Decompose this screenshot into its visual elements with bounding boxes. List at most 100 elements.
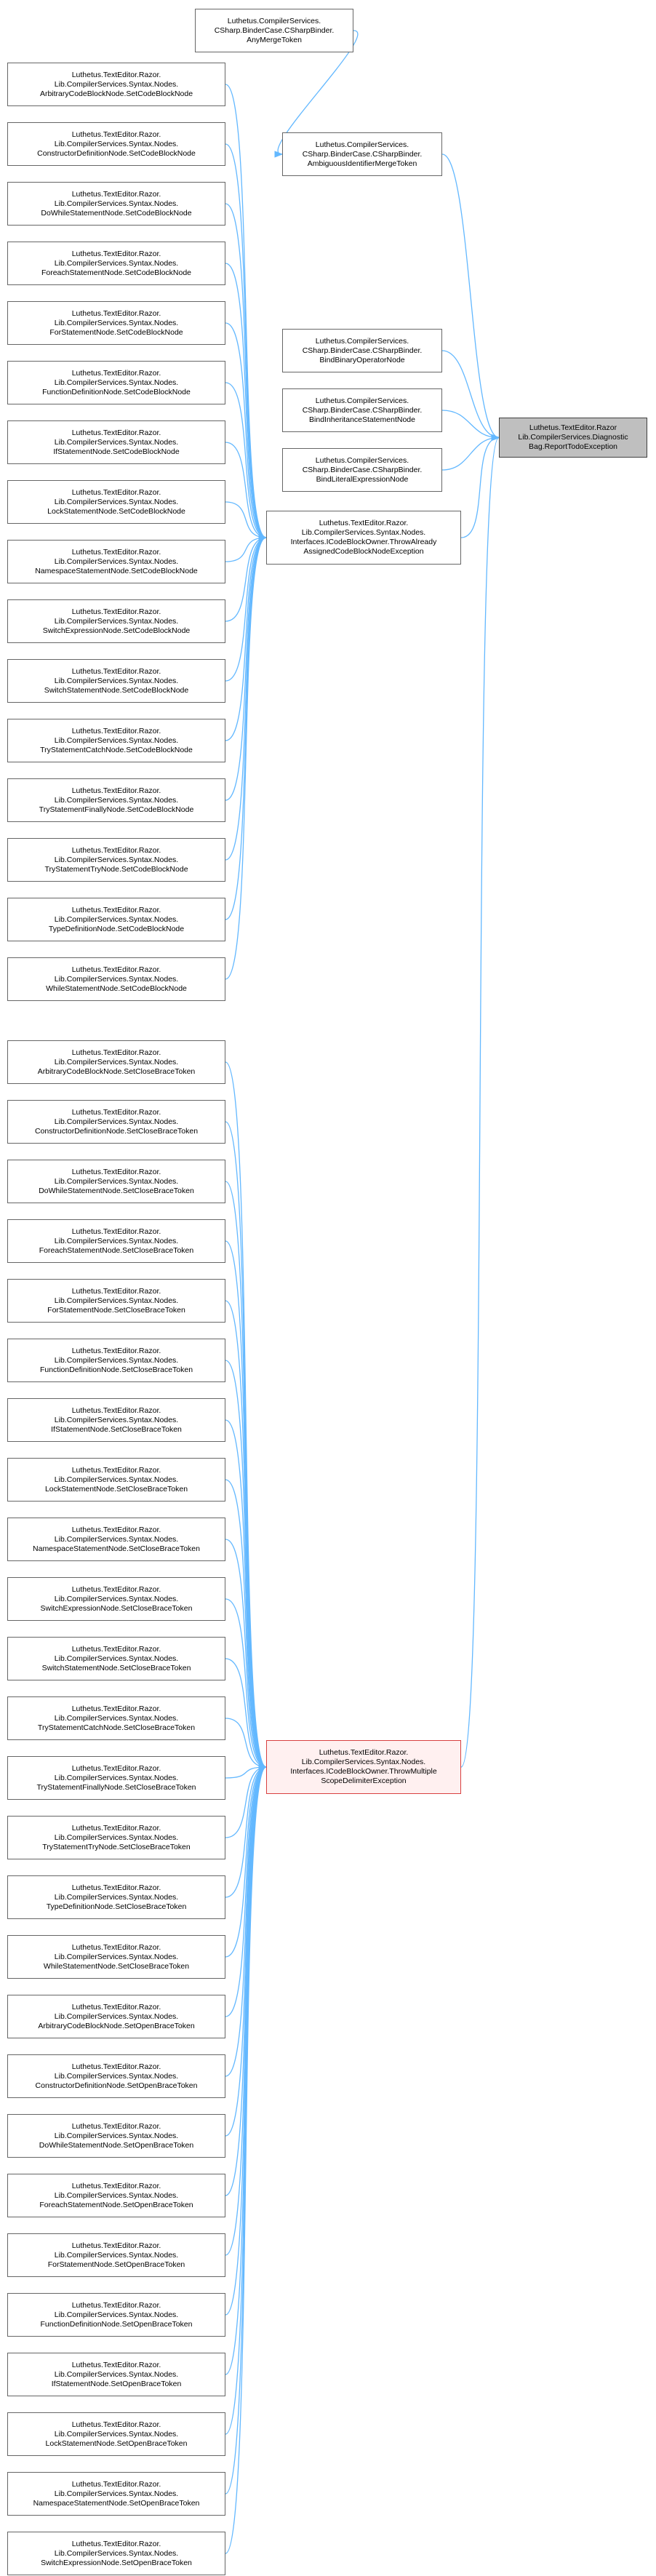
node-label-line: Luthetus.CompilerServices. — [227, 16, 321, 25]
graph-node-scb-arbitrary[interactable]: Luthetus.TextEditor.Razor.Lib.CompilerSe… — [7, 63, 225, 106]
graph-node-sop-foreach[interactable]: Luthetus.TextEditor.Razor.Lib.CompilerSe… — [7, 2174, 225, 2217]
graph-node-scb-trycatch[interactable]: Luthetus.TextEditor.Razor.Lib.CompilerSe… — [7, 719, 225, 762]
graph-node-scl-constructor[interactable]: Luthetus.TextEditor.Razor.Lib.CompilerSe… — [7, 1100, 225, 1144]
node-label-line: Lib.CompilerServices.Syntax.Nodes. — [54, 1475, 179, 1484]
node-label-line: IfStatementNode.SetCodeBlockNode — [53, 447, 180, 456]
edge-scb-typedef-to-throw-already — [225, 534, 268, 920]
node-label-line: ConstructorDefinitionNode.SetCloseBraceT… — [34, 1126, 199, 1136]
graph-node-scl-for[interactable]: Luthetus.TextEditor.Razor.Lib.CompilerSe… — [7, 1279, 225, 1323]
graph-node-bind-inherit[interactable]: Luthetus.CompilerServices.CSharp.BinderC… — [282, 388, 442, 432]
node-label-line: NamespaceStatementNode.SetOpenBraceToken — [33, 2498, 200, 2508]
node-label-line: DoWhileStatementNode.SetCloseBraceToken — [39, 1186, 194, 1195]
graph-node-sop-arbitrary[interactable]: Luthetus.TextEditor.Razor.Lib.CompilerSe… — [7, 1995, 225, 2038]
graph-node-sop-lock[interactable]: Luthetus.TextEditor.Razor.Lib.CompilerSe… — [7, 2412, 225, 2456]
graph-node-throw-multiple[interactable]: Luthetus.TextEditor.Razor.Lib.CompilerSe… — [266, 1740, 461, 1794]
graph-node-scb-switchstmt[interactable]: Luthetus.TextEditor.Razor.Lib.CompilerSe… — [7, 659, 225, 703]
node-label-line: Luthetus.TextEditor.Razor. — [71, 428, 161, 437]
node-label-line: TypeDefinitionNode.SetCodeBlockNode — [48, 924, 185, 933]
node-label-line: CSharp.BinderCase.CSharpBinder. — [302, 346, 423, 355]
graph-node-scl-tryfinally[interactable]: Luthetus.TextEditor.Razor.Lib.CompilerSe… — [7, 1756, 225, 1800]
node-label-line: Interfaces.ICodeBlockOwner.ThrowAlready — [290, 538, 437, 546]
node-label-line: Luthetus.TextEditor.Razor. — [71, 1465, 161, 1475]
node-label-line: Lib.CompilerServices.Syntax.Nodes. — [54, 855, 179, 864]
graph-node-scl-dowhile[interactable]: Luthetus.TextEditor.Razor.Lib.CompilerSe… — [7, 1160, 225, 1203]
node-label-line: Luthetus.TextEditor.Razor. — [71, 1525, 161, 1534]
node-label-line: BindLiteralExpressionNode — [316, 474, 409, 484]
node-label-line: LockStatementNode.SetCloseBraceToken — [44, 1484, 188, 1494]
node-label-line: Luthetus.TextEditor.Razor. — [71, 2539, 161, 2548]
node-label-line: CSharp.BinderCase.CSharpBinder. — [302, 465, 423, 474]
graph-node-scb-switchexpr[interactable]: Luthetus.TextEditor.Razor.Lib.CompilerSe… — [7, 599, 225, 643]
graph-node-scl-trycatch[interactable]: Luthetus.TextEditor.Razor.Lib.CompilerSe… — [7, 1696, 225, 1740]
node-label-line: AssignedCodeBlockNodeException — [303, 547, 424, 556]
node-label-line: Luthetus.TextEditor.Razor. — [71, 666, 161, 676]
graph-node-scb-lock[interactable]: Luthetus.TextEditor.Razor.Lib.CompilerSe… — [7, 480, 225, 524]
graph-node-sop-function[interactable]: Luthetus.TextEditor.Razor.Lib.CompilerSe… — [7, 2293, 225, 2337]
node-label-line: Luthetus.TextEditor.Razor. — [71, 2121, 161, 2131]
node-label-line: Lib.CompilerServices.Syntax.Nodes. — [54, 1713, 179, 1723]
edge-scb-constructor-to-throw-already — [225, 143, 268, 541]
node-label-line: Luthetus.TextEditor.Razor. — [71, 1346, 161, 1355]
graph-node-scl-typedef[interactable]: Luthetus.TextEditor.Razor.Lib.CompilerSe… — [7, 1875, 225, 1919]
graph-node-scl-function[interactable]: Luthetus.TextEditor.Razor.Lib.CompilerSe… — [7, 1339, 225, 1382]
graph-node-sop-dowhile[interactable]: Luthetus.TextEditor.Razor.Lib.CompilerSe… — [7, 2114, 225, 2158]
graph-node-scb-foreach[interactable]: Luthetus.TextEditor.Razor.Lib.CompilerSe… — [7, 242, 225, 285]
node-label-line: Luthetus.TextEditor.Razor. — [71, 1823, 161, 1833]
node-label-line: Lib.CompilerServices.Syntax.Nodes. — [54, 1176, 179, 1186]
graph-node-scl-lock[interactable]: Luthetus.TextEditor.Razor.Lib.CompilerSe… — [7, 1458, 225, 1502]
node-label-line: TryStatementFinallyNode.SetCodeBlockNode — [39, 805, 194, 814]
node-label-line: Lib.CompilerServices.Syntax.Nodes. — [54, 1952, 179, 1961]
graph-node-bind-binary[interactable]: Luthetus.CompilerServices.CSharp.BinderC… — [282, 329, 442, 372]
graph-node-scb-if[interactable]: Luthetus.TextEditor.Razor.Lib.CompilerSe… — [7, 420, 225, 464]
node-label-line: Luthetus.TextEditor.Razor. — [319, 519, 409, 527]
graph-node-scl-namespace[interactable]: Luthetus.TextEditor.Razor.Lib.CompilerSe… — [7, 1518, 225, 1561]
node-label-line: Lib.CompilerServices.Syntax.Nodes. — [301, 1758, 426, 1766]
node-label-line: ForStatementNode.SetOpenBraceToken — [47, 2260, 185, 2269]
node-label-line: Lib.CompilerServices.Syntax.Nodes. — [54, 437, 179, 447]
graph-node-scb-for[interactable]: Luthetus.TextEditor.Razor.Lib.CompilerSe… — [7, 301, 225, 345]
node-label-line: Lib.CompilerServices.Syntax.Nodes. — [54, 676, 179, 685]
node-label-line: Lib.CompilerServices.Syntax.Nodes. — [54, 795, 179, 805]
graph-node-scl-foreach[interactable]: Luthetus.TextEditor.Razor.Lib.CompilerSe… — [7, 1219, 225, 1263]
graph-node-scb-trytry[interactable]: Luthetus.TextEditor.Razor.Lib.CompilerSe… — [7, 838, 225, 882]
graph-node-scb-typedef[interactable]: Luthetus.TextEditor.Razor.Lib.CompilerSe… — [7, 898, 225, 941]
graph-node-throw-already[interactable]: Luthetus.TextEditor.Razor.Lib.CompilerSe… — [266, 511, 461, 565]
node-label-line: WhileStatementNode.SetCloseBraceToken — [43, 1961, 190, 1971]
graph-node-ambiguous[interactable]: Luthetus.CompilerServices.CSharp.BinderC… — [282, 132, 442, 176]
node-label-line: CSharp.BinderCase.CSharpBinder. — [214, 25, 335, 35]
edge-ambiguous-to-report-todo — [441, 153, 500, 442]
graph-node-scb-tryfinally[interactable]: Luthetus.TextEditor.Razor.Lib.CompilerSe… — [7, 778, 225, 822]
graph-node-scl-switchexpr[interactable]: Luthetus.TextEditor.Razor.Lib.CompilerSe… — [7, 1577, 225, 1621]
graph-node-sop-constructor[interactable]: Luthetus.TextEditor.Razor.Lib.CompilerSe… — [7, 2054, 225, 2098]
node-label-line: ArbitraryCodeBlockNode.SetCloseBraceToke… — [37, 1066, 196, 1076]
edge-scl-switchstmt-to-throw-multiple — [225, 1658, 268, 1771]
node-label-line: Luthetus.TextEditor.Razor. — [71, 249, 161, 258]
node-label-line: Luthetus.CompilerServices. — [315, 140, 409, 149]
graph-node-scb-dowhile[interactable]: Luthetus.TextEditor.Razor.Lib.CompilerSe… — [7, 182, 225, 226]
graph-node-scl-if[interactable]: Luthetus.TextEditor.Razor.Lib.CompilerSe… — [7, 1398, 225, 1442]
graph-node-sop-if[interactable]: Luthetus.TextEditor.Razor.Lib.CompilerSe… — [7, 2353, 225, 2396]
node-label-line: Lib.CompilerServices.Syntax.Nodes. — [54, 1057, 179, 1066]
node-label-line: Bag.ReportTodoException — [529, 442, 617, 451]
node-label-line: ForeachStatementNode.SetCodeBlockNode — [41, 268, 192, 277]
graph-node-bind-literal[interactable]: Luthetus.CompilerServices.CSharp.BinderC… — [282, 448, 442, 492]
graph-node-scb-namespace[interactable]: Luthetus.TextEditor.Razor.Lib.CompilerSe… — [7, 540, 225, 583]
graph-node-scl-trytry[interactable]: Luthetus.TextEditor.Razor.Lib.CompilerSe… — [7, 1816, 225, 1859]
graph-node-any-merge[interactable]: Luthetus.CompilerServices.CSharp.BinderC… — [195, 9, 353, 52]
edge-sop-foreach-to-throw-multiple — [225, 1763, 268, 2196]
graph-node-scb-while[interactable]: Luthetus.TextEditor.Razor.Lib.CompilerSe… — [7, 957, 225, 1001]
edge-scl-trytry-to-throw-multiple — [225, 1763, 268, 1838]
graph-node-scl-arbitrary[interactable]: Luthetus.TextEditor.Razor.Lib.CompilerSe… — [7, 1040, 225, 1084]
graph-node-scb-function[interactable]: Luthetus.TextEditor.Razor.Lib.CompilerSe… — [7, 361, 225, 404]
node-label-line: Luthetus.TextEditor.Razor. — [71, 845, 161, 855]
node-label-line: TryStatementTryNode.SetCloseBraceToken — [42, 1842, 191, 1851]
graph-node-sop-switchexpr[interactable]: Luthetus.TextEditor.Razor.Lib.CompilerSe… — [7, 2532, 225, 2575]
graph-node-sop-namespace[interactable]: Luthetus.TextEditor.Razor.Lib.CompilerSe… — [7, 2472, 225, 2516]
graph-node-scb-constructor[interactable]: Luthetus.TextEditor.Razor.Lib.CompilerSe… — [7, 122, 225, 166]
node-label-line: Luthetus.TextEditor.Razor. — [71, 607, 161, 616]
graph-node-sop-for[interactable]: Luthetus.TextEditor.Razor.Lib.CompilerSe… — [7, 2233, 225, 2277]
graph-node-scl-switchstmt[interactable]: Luthetus.TextEditor.Razor.Lib.CompilerSe… — [7, 1637, 225, 1680]
graph-node-scl-while[interactable]: Luthetus.TextEditor.Razor.Lib.CompilerSe… — [7, 1935, 225, 1979]
edge-scl-while-to-throw-multiple — [225, 1763, 268, 1958]
